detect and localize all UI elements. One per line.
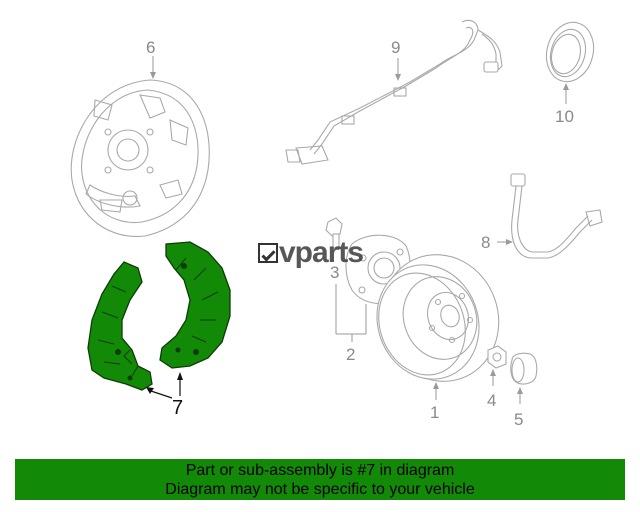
brake-shoes-part: 7 [87,241,231,419]
callout-10: 10 [555,107,574,126]
brake-drum-part: 1 [376,254,500,422]
dust-cap-part: 5 [510,352,538,429]
hub-bolt-part: 3 [325,217,343,282]
callout-1: 1 [430,403,439,422]
callout-6: 6 [146,38,155,57]
banner-line-1: Part or sub-assembly is #7 in diagram [185,462,455,479]
brake-line-part: 8 [481,173,603,259]
callout-9: 9 [391,38,400,57]
callout-4: 4 [487,391,496,410]
backing-plate-part: 6 [70,38,210,238]
abs-sensor-part: 9 [285,19,503,165]
banner-line-2: Diagram may not be specific to your vehi… [165,481,475,498]
callout-2: 2 [346,345,355,364]
watermark-text: vparts [279,236,364,269]
callout-5: 5 [514,410,523,429]
hub-nut-part: 4 [487,345,507,410]
site-watermark: vparts [258,236,364,269]
info-banner: Part or sub-assembly is #7 in diagram Di… [15,459,625,500]
callout-8: 8 [481,233,490,252]
logo-mark-icon [258,243,278,263]
callout-3: 3 [330,263,339,282]
callout-7: 7 [172,397,183,419]
seal-part: 10 [545,21,595,126]
